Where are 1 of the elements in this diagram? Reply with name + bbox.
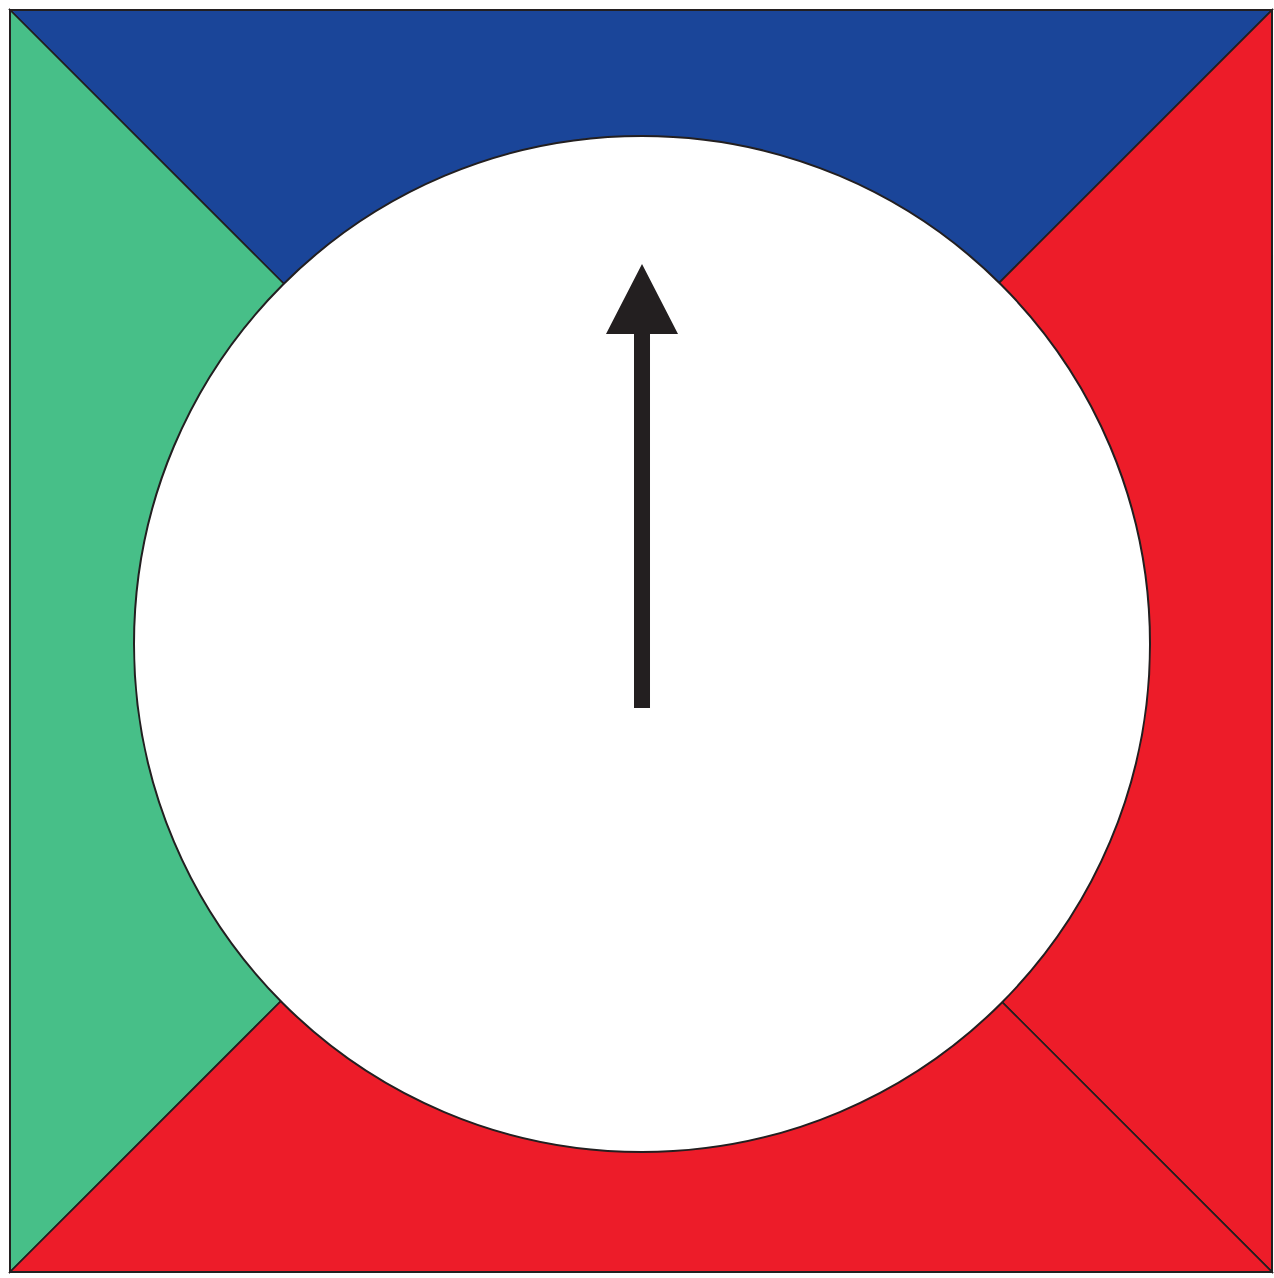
circle [133, 135, 1151, 1153]
